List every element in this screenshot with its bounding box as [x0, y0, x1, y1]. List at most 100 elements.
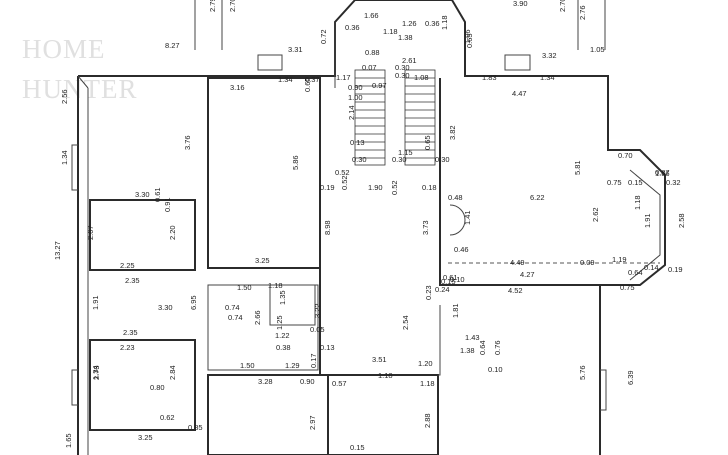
dimension-label: 0.75	[607, 178, 622, 187]
dimension-label: 0.09	[580, 258, 595, 267]
dimension-label: 1.25	[275, 315, 284, 330]
dimension-label: 2.61	[402, 56, 417, 65]
dimension-label: 3.25	[138, 433, 153, 442]
dimension-label: 0.32	[666, 178, 681, 187]
room-1-18	[327, 374, 439, 455]
dimension-label: 1.91	[91, 295, 100, 310]
bath-small	[269, 284, 316, 326]
dimension-label: 2.23	[120, 343, 135, 352]
windows-side	[71, 144, 607, 411]
dimension-label: 1.18	[383, 27, 398, 36]
dimension-label: 1.20	[418, 359, 433, 368]
dimension-label: 0.62	[160, 413, 175, 422]
dimension-label: 1.18	[420, 379, 435, 388]
dimension-label: 5.81	[573, 160, 582, 175]
watermark-line1: HOME	[22, 34, 106, 64]
dimension-label: 0.88	[365, 48, 380, 57]
dimension-label: 4.47	[512, 89, 527, 98]
dimension-label: 0.10	[488, 365, 503, 374]
dimension-label: 0.76	[493, 340, 502, 355]
dimension-label: 1.90	[368, 183, 383, 192]
exterior-wall	[77, 0, 666, 455]
dimension-label: 2.54	[401, 315, 410, 330]
dimension-label: 3.51	[372, 355, 387, 364]
dimension-label: 0.19	[668, 265, 683, 274]
dimension-label: 4.52	[508, 286, 523, 295]
dimension-label: 1.18	[378, 371, 393, 380]
dimension-label: 0.15	[441, 277, 456, 286]
dimension-label: 0.65	[423, 135, 432, 150]
dimension-label: 0.74	[225, 303, 240, 312]
dimension-label: 8.98	[323, 220, 332, 235]
dimension-label: 2.70	[228, 0, 237, 12]
dimension-label: 0.24	[435, 285, 450, 294]
dimension-label: 0.64	[478, 340, 487, 355]
dimension-label: 0.61	[153, 187, 162, 202]
balcony-lines	[194, 0, 606, 50]
dimension-label: 0.52	[390, 180, 399, 195]
dimension-label: 0.65	[465, 33, 474, 48]
dimension-label: 0.90	[348, 83, 363, 92]
dimension-label: 1.22	[275, 331, 290, 340]
dimension-label: 1.34	[540, 73, 555, 82]
dimension-label: 1.43	[465, 333, 480, 342]
dimension-label: 1.91	[643, 213, 652, 228]
dimension-label: 3.25	[255, 256, 270, 265]
windows-top	[257, 54, 531, 71]
dimension-label: 0.05	[310, 325, 325, 334]
bath-block	[207, 284, 319, 371]
dimension-label: 0.64	[628, 268, 643, 277]
dimension-label: 1.00	[348, 93, 363, 102]
dimension-label: 6.95	[189, 295, 198, 310]
dimension-label: 0.10	[450, 275, 465, 284]
dimension-label: 1.66	[364, 11, 379, 20]
dimension-label: 5.76	[578, 365, 587, 380]
dimension-label: 0.90	[300, 377, 315, 386]
dimension-label: 1.50	[237, 283, 252, 292]
dimension-label: 1.19	[612, 255, 627, 264]
bay-window	[629, 169, 661, 281]
dimension-label: 3.30	[158, 303, 173, 312]
watermark-line2: HUNTER	[22, 74, 138, 104]
dimension-label: 0.52	[340, 175, 349, 190]
dimension-label: 3.16	[230, 83, 245, 92]
dimension-label: 2.35	[123, 328, 138, 337]
dimension-label: 3.30	[135, 190, 150, 199]
room-2-23	[89, 339, 196, 431]
dimension-label: 6.22	[530, 193, 545, 202]
dimension-label: 3.31	[288, 45, 303, 54]
dimension-label: 2.56	[60, 89, 69, 104]
dimension-label: 3.22	[313, 303, 322, 318]
dimension-label: 0.85	[188, 423, 203, 432]
dimension-label: 0.15	[350, 443, 365, 452]
dimension-label: 0.57	[332, 379, 347, 388]
dimension-label: 0.38	[276, 343, 291, 352]
dimension-label: 2.07	[86, 225, 95, 240]
dimension-label: 1.56	[655, 169, 670, 178]
dimension-label: 2.58	[677, 213, 686, 228]
dimension-label: 2.25	[120, 261, 135, 270]
dimension-label: 0.48	[448, 193, 463, 202]
dimension-label: 1.06	[463, 29, 472, 44]
dimension-label: 1.29	[285, 361, 300, 370]
dimension-label: 1.05	[590, 45, 605, 54]
dimension-label: 0.61	[443, 273, 458, 282]
hall-walls	[319, 78, 600, 375]
dimension-label: 2.66	[253, 310, 262, 325]
dimension-label: 1.50	[240, 361, 255, 370]
dimension-label: 0.52	[335, 168, 350, 177]
dimension-label: 0.18	[422, 183, 437, 192]
dimension-label: 1.17	[336, 73, 351, 82]
dimension-label: 0.70	[618, 151, 633, 160]
dimension-label: 0.30	[352, 155, 367, 164]
dimension-label: 0.07	[362, 63, 377, 72]
dimension-label: 8.27	[165, 41, 180, 50]
dimension-label: 0.37	[305, 75, 320, 84]
dimension-label: 3.82	[448, 125, 457, 140]
dimension-label: 0.91	[163, 197, 172, 212]
dimension-label: 0.36	[345, 23, 360, 32]
dimension-label: 0.87	[655, 168, 670, 177]
dimension-label: 0.23	[424, 285, 433, 300]
